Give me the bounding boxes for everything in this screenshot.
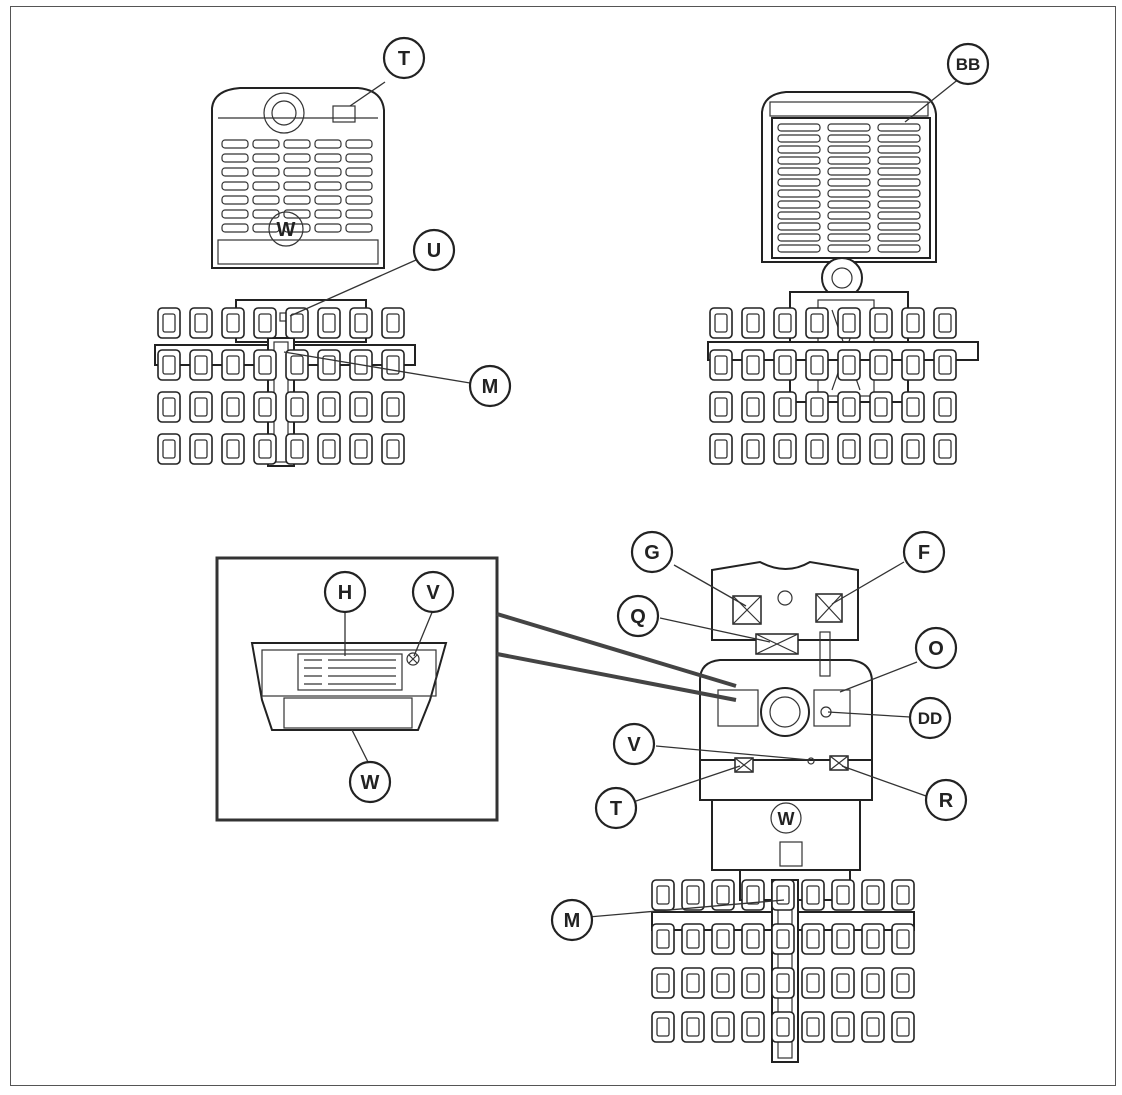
callout-label: V — [627, 734, 641, 756]
front-view: W — [154, 87, 416, 467]
callout-Q: Q — [616, 594, 660, 638]
callout-label: DD — [918, 709, 943, 728]
callout-M-top: M — [550, 898, 594, 942]
callout-label: U — [427, 240, 441, 262]
callout-V-inset: V — [411, 570, 455, 614]
callout-label: V — [426, 582, 440, 604]
callout-F: F — [902, 530, 946, 574]
callout-G: G — [630, 530, 674, 574]
callout-label: T — [610, 798, 622, 820]
leader-lines — [283, 77, 961, 919]
callout-V-top: V — [612, 722, 656, 766]
detail-inset — [215, 556, 737, 822]
callout-label: M — [564, 910, 581, 932]
callout-W: W — [348, 760, 392, 804]
callout-label: Q — [630, 606, 646, 628]
callout-M-front: M — [468, 364, 512, 408]
callout-DD: DD — [908, 696, 952, 740]
callout-label: M — [482, 376, 499, 398]
callout-label: W — [361, 772, 380, 794]
callout-U: U — [412, 228, 456, 272]
svg-text:W: W — [778, 809, 795, 829]
top-view: W — [651, 560, 915, 1063]
callout-label: T — [398, 48, 410, 70]
callout-O: O — [914, 626, 958, 670]
callout-T-front: T — [382, 36, 426, 80]
callout-BB: BB — [946, 42, 990, 86]
callout-label: G — [644, 542, 660, 564]
callout-label: O — [928, 638, 944, 660]
rear-view — [707, 91, 979, 465]
callout-R: R — [924, 778, 968, 822]
callout-H: H — [323, 570, 367, 614]
callout-T-top: T — [594, 786, 638, 830]
callout-label: BB — [956, 55, 981, 74]
callout-label: H — [338, 582, 352, 604]
callout-label: R — [939, 790, 954, 812]
callout-label: F — [918, 542, 930, 564]
svg-text:W: W — [277, 219, 296, 241]
